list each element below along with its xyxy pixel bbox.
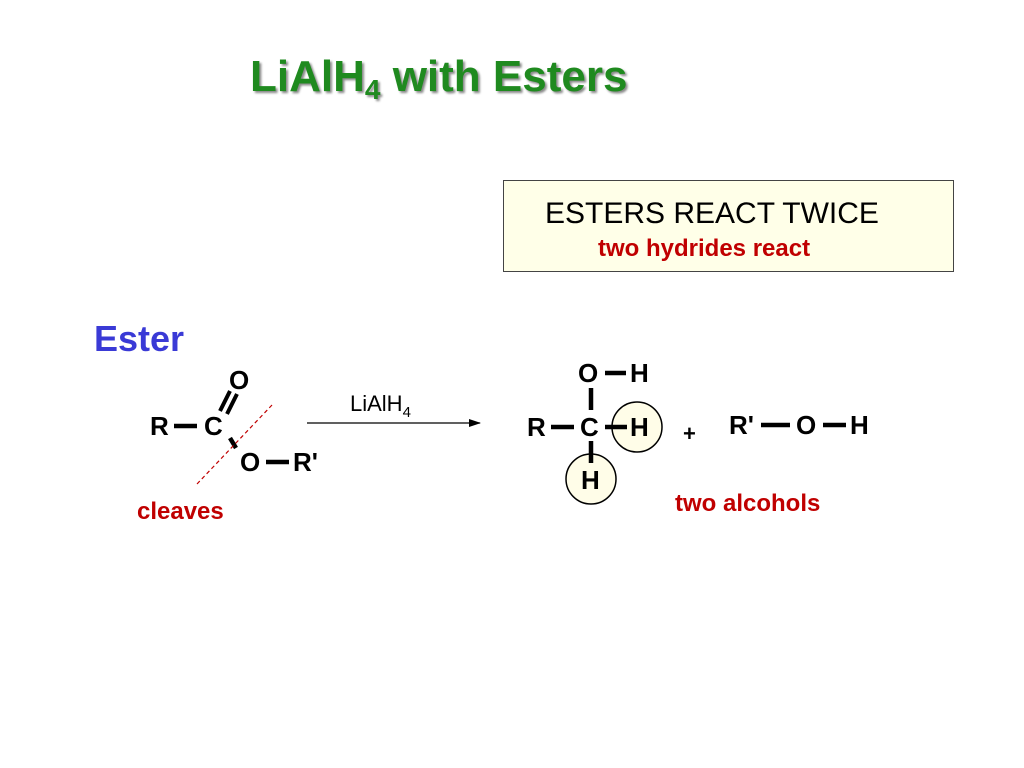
- product2-atom-h: H: [850, 410, 869, 440]
- product2-atom-r-prime: R': [729, 410, 754, 440]
- cleaves-label: cleaves: [137, 498, 224, 525]
- product1-atom-h-right: H: [630, 412, 649, 442]
- product-primary-alcohol: O H R C H H: [527, 358, 663, 505]
- product-second-alcohol: R' O H: [729, 410, 869, 440]
- product1-atom-h-oh: H: [630, 358, 649, 388]
- reaction-arrow: LiAlH4: [307, 391, 481, 427]
- plus-sign: +: [683, 421, 696, 446]
- product1-atom-c: C: [580, 412, 599, 442]
- callout-subheading: two hydrides react: [598, 235, 811, 262]
- callout-box: ESTERS REACT TWICE two hydrides react: [503, 180, 954, 272]
- two-alcohols-label: two alcohols: [675, 490, 821, 517]
- bond-c-o-double-2: [225, 393, 239, 415]
- reactant-atom-c: C: [204, 411, 223, 441]
- product1-atom-o: O: [578, 358, 598, 388]
- product2-atom-o: O: [796, 410, 816, 440]
- product1-atom-r: R: [527, 412, 546, 442]
- reagent-label: LiAlH4: [350, 391, 411, 421]
- product1-atom-h-bottom: H: [581, 465, 600, 495]
- reactant-atom-o-ether: O: [240, 447, 260, 477]
- title-subscript: 4: [364, 74, 381, 105]
- reactant-ester: R C O O R': [150, 365, 318, 485]
- reactant-atom-r: R: [150, 411, 169, 441]
- callout-heading: ESTERS REACT TWICE: [545, 197, 879, 230]
- title-rest: with Esters: [380, 52, 628, 101]
- reagent-main: LiAlH: [350, 391, 403, 416]
- reactant-atom-r-prime: R': [293, 447, 318, 477]
- bond-c-o-single: [228, 436, 238, 450]
- reactant-atom-o-carbonyl: O: [229, 365, 249, 395]
- title-main: LiAlH: [250, 52, 365, 101]
- bond-c-o-double-1: [218, 390, 232, 412]
- slide-title: LiAlH4 with Esters: [250, 52, 628, 105]
- ester-label: Ester: [94, 318, 185, 359]
- reagent-subscript: 4: [403, 404, 411, 421]
